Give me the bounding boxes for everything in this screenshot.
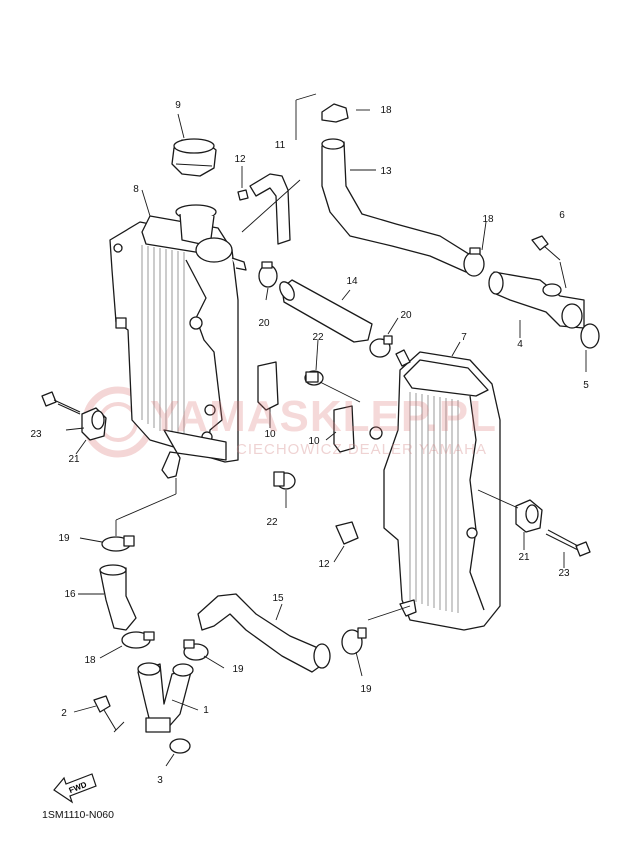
hose-17 — [99, 567, 137, 631]
callout-21-left: 21 — [68, 454, 80, 465]
radiator-cap — [171, 113, 217, 177]
grommet-22-lower — [273, 471, 296, 490]
callout-4: 4 — [517, 339, 523, 350]
callout-1: 1 — [203, 705, 209, 716]
callout-21-right: 21 — [518, 552, 530, 563]
bracket-10-right — [333, 405, 355, 453]
fwd-arrow-icon: FWD — [53, 773, 97, 804]
callout-17: 16 — [64, 589, 76, 600]
breather-hose-12 — [249, 173, 291, 245]
hose-clamp-18-bottom — [121, 631, 155, 649]
bolt-23-left — [41, 391, 81, 415]
damper-21-left — [81, 407, 107, 441]
watermark-text: YAMASKLEP.PL — [150, 392, 497, 441]
hose-15 — [281, 279, 373, 343]
callout-20-left: 20 — [258, 318, 270, 329]
bolt-6 — [531, 235, 567, 289]
callout-5: 5 — [583, 380, 589, 391]
callout-22-upper: 22 — [312, 332, 324, 343]
diagram-code: 1SM1110-N060 — [42, 809, 114, 821]
upper-hose-14 — [321, 141, 473, 273]
callout-10-right: 10 — [308, 436, 320, 447]
left-radiator — [109, 204, 247, 479]
hose-clamp-18-top — [321, 103, 349, 123]
bolt-23-right — [545, 529, 591, 557]
bracket-10-left — [257, 361, 279, 411]
callout-18-top: 18 — [380, 105, 392, 116]
callout-16: 15 — [272, 593, 284, 604]
callout-2: 2 — [61, 708, 67, 719]
callout-18-bottom: 18 — [84, 655, 96, 666]
o-ring-3 — [169, 738, 191, 754]
clip-13 — [237, 189, 249, 201]
water-joint-4 — [488, 271, 585, 329]
leader-lines — [65, 93, 587, 767]
hose-clamp-19-left — [101, 535, 135, 552]
callout-6: 6 — [559, 210, 565, 221]
bolt-2 — [93, 695, 117, 731]
o-ring-5 — [580, 323, 600, 349]
lower-hose-16 — [197, 593, 327, 673]
callout-7: 7 — [461, 332, 467, 343]
callout-13: 12 — [234, 154, 246, 165]
callout-8: 8 — [133, 184, 139, 195]
callout-11: 12 — [318, 559, 330, 570]
callout-20-right: 20 — [400, 310, 412, 321]
callout-10-left: 10 — [264, 429, 276, 440]
hose-clamp-18-right — [463, 247, 485, 277]
callout-19-left: 19 — [58, 533, 70, 544]
callout-23-left: 23 — [30, 429, 42, 440]
watermark-subtext: CIECHOWICZ DEALER YAMAHA — [236, 441, 487, 458]
damper-21-right — [515, 499, 543, 533]
callout-18-right: 18 — [482, 214, 494, 225]
clip-11 — [335, 521, 359, 545]
grommet-22-upper — [304, 370, 324, 386]
callout-9: 9 — [175, 100, 181, 111]
callout-22-lower: 22 — [266, 517, 278, 528]
hose-clamp-19-middle — [183, 639, 209, 661]
callout-14: 13 — [380, 166, 392, 177]
hose-clamp-20-left — [258, 261, 278, 288]
callout-19-right: 19 — [360, 684, 372, 695]
hose-clamp-19-right — [341, 627, 367, 655]
right-radiator — [369, 349, 501, 631]
y-joint-1 — [137, 662, 194, 733]
callout-15: 14 — [346, 276, 358, 287]
hose-clamp-20-right — [369, 335, 393, 358]
callout-23-right: 23 — [558, 568, 570, 579]
callout-19-middle: 19 — [232, 664, 244, 675]
callout-12: 11 — [275, 140, 286, 151]
callout-labels: 9 8 11 12 18 13 18 6 14 20 20 4 22 7 5 2… — [30, 100, 589, 786]
callout-3: 3 — [157, 775, 163, 786]
